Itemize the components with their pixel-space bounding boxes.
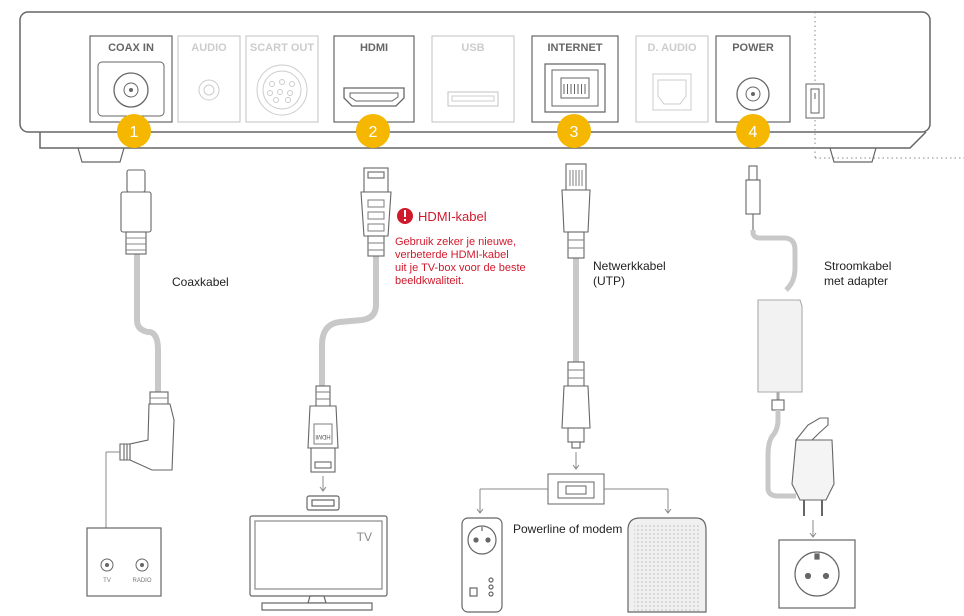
power-cable-label-line-1: Stroomkabel: [824, 259, 891, 273]
powerline-adapter: [461, 517, 503, 613]
port-label-internet: INTERNET: [548, 42, 603, 54]
port-label-coax-in: COAX IN: [108, 42, 154, 54]
step-badge-4: 4: [736, 114, 770, 148]
network-connection-lines: [476, 452, 672, 514]
port-coax-in: COAX IN: [89, 35, 173, 123]
arrow-down-icon: [319, 476, 327, 492]
step-number-1: 1: [130, 124, 139, 141]
hdmi-warning-line-1: Gebruik zeker je nieuwe,: [395, 236, 516, 248]
power-wall-outlet: [778, 539, 856, 609]
coax-cable-label: Coaxkabel: [172, 275, 229, 289]
network-cable: [561, 163, 591, 449]
hdmi-warning-line-4: beeldkwaliteit.: [395, 275, 464, 287]
port-audio: AUDIO: [177, 35, 241, 123]
port-label-power: POWER: [732, 42, 774, 54]
port-usb: USB: [431, 35, 515, 123]
step-badge-1: 1: [117, 114, 151, 148]
power-switch: [805, 83, 825, 119]
network-cable-label-line-1: Netwerkkabel: [593, 259, 666, 273]
port-power: POWER: [715, 35, 791, 123]
port-scart-out: SCART OUT: [245, 35, 319, 123]
coax-wall-socket: TV RADIO: [86, 451, 162, 597]
network-cable-label-line-2: (UTP): [593, 274, 625, 288]
hdmi-warning: HDMI-kabel Gebruik zeker je nieuwe, verb…: [395, 208, 526, 287]
powerline-modem-label: Powerline of modem: [513, 522, 622, 536]
hdmi-warning-line-2: verbeterde HDMI-kabel: [395, 249, 509, 261]
wall-socket-radio-label: RADIO: [132, 578, 151, 584]
port-internet: INTERNET: [531, 35, 619, 123]
hdmi-cable: HDMI: [307, 167, 392, 473]
hdmi-warning-line-3: uit je TV-box voor de beste: [395, 262, 526, 274]
wall-socket-tv-label: TV: [103, 578, 111, 584]
port-digital-audio: D. AUDIO: [635, 35, 709, 123]
hdmi-warning-title: HDMI-kabel: [418, 209, 487, 224]
step-number-3: 3: [570, 124, 579, 141]
arrow-down-icon: [809, 520, 817, 538]
step-number-4: 4: [749, 124, 758, 141]
tv-device: TV: [249, 495, 388, 611]
step-badge-2: 2: [356, 114, 390, 148]
power-cable-label-line-2: met adapter: [824, 274, 888, 288]
step-number-2: 2: [369, 124, 378, 141]
hdmi-plug-label: HDMI: [315, 433, 331, 439]
port-label-scart-out: SCART OUT: [250, 42, 314, 54]
power-cable: [745, 165, 835, 516]
port-hdmi: HDMI: [333, 35, 415, 123]
modem-device: [627, 517, 707, 613]
coax-cable: [119, 169, 175, 471]
tv-screen-label: TV: [357, 530, 372, 544]
port-label-hdmi: HDMI: [360, 42, 388, 54]
step-badge-3: 3: [557, 114, 591, 148]
port-label-audio: AUDIO: [191, 42, 227, 54]
port-label-usb: USB: [461, 42, 484, 54]
port-label-digital-audio: D. AUDIO: [647, 42, 697, 54]
